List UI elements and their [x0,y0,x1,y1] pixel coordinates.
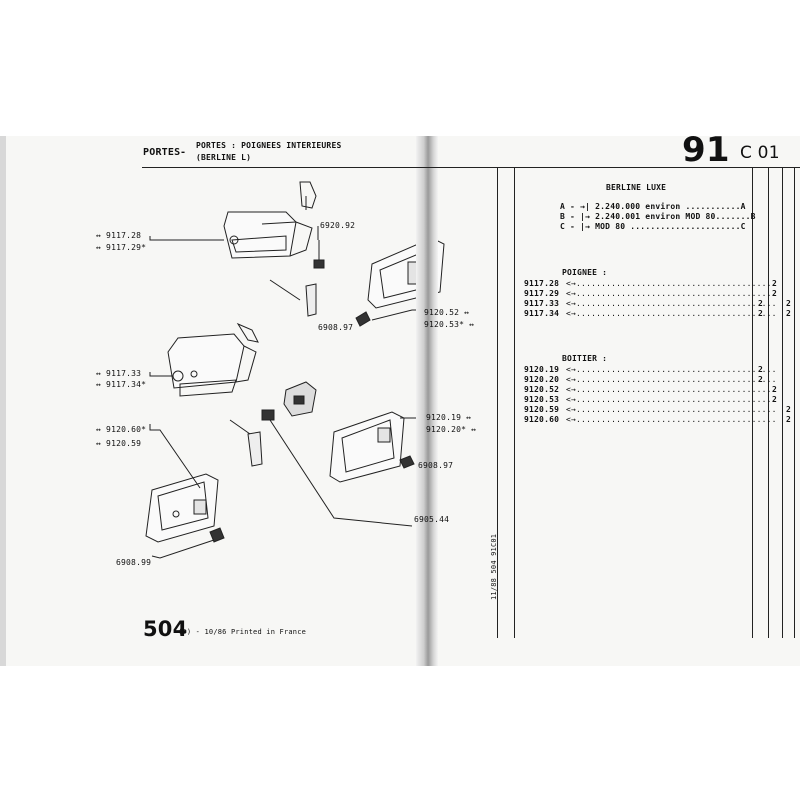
leader-dots: <→......................................… [566,415,777,424]
col-c-rule [782,168,783,638]
part-ref: 9117.28 [524,279,560,288]
quantity-q1: 2 [758,365,764,374]
col-end-rule [794,168,795,638]
col-b-rule [768,168,769,638]
variant-c: C - |→ MOD 80 ......................C [560,222,746,231]
label-6908-97-lower: 6908.97 [418,461,454,470]
quantity-q2: 2 [772,279,778,288]
rod-upper-drawing [305,283,317,317]
part-ref: 9120.20 [524,375,560,384]
quantity-q1: 2 [758,299,764,308]
rod-lower-drawing [247,431,263,467]
quantity-q3: 2 [786,309,792,318]
screw-6920-92-drawing [313,240,325,269]
variant-a: A - →| 2.240.000 environ ...........A [560,202,746,211]
label-6908-99: 6908.99 [116,558,152,567]
screw-6908-99-drawing [209,527,225,543]
quantity-q2: 2 [772,395,778,404]
subtitle-line-2: (BERLINE L) [196,153,252,162]
leader-dots: <→......................................… [566,309,777,318]
housing-clip-drawing [283,381,317,417]
bezel-9120-59-drawing [145,473,219,543]
quantity-q2: 2 [772,289,778,298]
header-rule [142,167,800,168]
label-9117-33: ↔ 9117.33 [96,369,142,378]
subtitle-line-1: PORTES : POIGNEES INTERIEURES [196,141,342,150]
part-ref: 9120.19 [524,365,560,374]
label-9117-29: ↔ 9117.29* [96,243,147,252]
poignee-title: POIGNEE : [562,268,608,277]
group-code: C 01 [740,143,780,163]
section-title: PORTES [143,147,181,158]
inner-handle-top-drawing [223,181,317,259]
screw-6905-44-drawing [261,409,275,421]
part-ref: 9120.53 [524,395,560,404]
boitier-title: BOITIER : [562,354,608,363]
label-9120-52: 9120.52 ↔ [424,308,470,317]
part-ref: 9120.60 [524,415,560,424]
leader-dots: <→......................................… [566,299,777,308]
print-note: (D) - 10/86 Printed in France [178,628,307,636]
leader-dots: <→......................................… [566,405,777,414]
col-a-rule [752,168,753,638]
label-9120-60: ↔ 9120.60* [96,425,147,434]
leader-dots: <→......................................… [566,289,777,298]
section-dash: - [180,147,187,158]
screw-6908-97-upper-drawing [355,311,371,327]
variant-b: B - |→ 2.240.001 environ MOD 80.......B [560,212,756,221]
label-6905-44: 6905.44 [414,515,450,524]
quantity-q2: 2 [772,385,778,394]
leader-dots: <→......................................… [566,395,777,404]
page-left-edge [0,136,8,666]
bezel-9120-19-drawing [329,411,405,483]
part-ref: 9120.59 [524,405,560,414]
label-9117-28: ↔ 9117.28 [96,231,142,240]
leader-dots: <→......................................… [566,279,777,288]
table-title: BERLINE LUXE [606,183,667,192]
leader-dots: <→......................................… [566,365,777,374]
inner-handle-middle-drawing [167,322,259,397]
catalog-page [6,136,800,666]
quantity-q1: 2 [758,309,764,318]
quantity-q3: 2 [786,415,792,424]
book-spine-shadow [416,136,438,666]
group-number: 91 [682,130,730,170]
leader-dots: <→......................................… [566,375,777,384]
part-ref: 9117.29 [524,289,560,298]
part-ref: 9117.34 [524,309,560,318]
quantity-q1: 2 [758,375,764,384]
model-number: 504 [143,617,188,641]
label-9120-53: 9120.53* ↔ [424,320,475,329]
label-9120-20: 9120.20* ↔ [426,425,477,434]
quantity-q3: 2 [786,405,792,414]
part-ref: 9117.33 [524,299,560,308]
label-9120-19: 9120.19 ↔ [426,413,472,422]
label-6920-92: 6920.92 [320,221,356,230]
table-ref-rule [514,168,515,638]
screw-6908-97-lower-drawing [399,455,415,469]
leader-dots: <→......................................… [566,385,777,394]
part-ref: 9120.52 [524,385,560,394]
leader-lines [149,226,418,559]
quantity-q3: 2 [786,299,792,308]
label-6908-97-upper: 6908.97 [318,323,354,332]
label-9117-34: ↔ 9117.34* [96,380,147,389]
label-9120-59: ↔ 9120.59 [96,439,142,448]
table-left-rule [497,168,498,638]
